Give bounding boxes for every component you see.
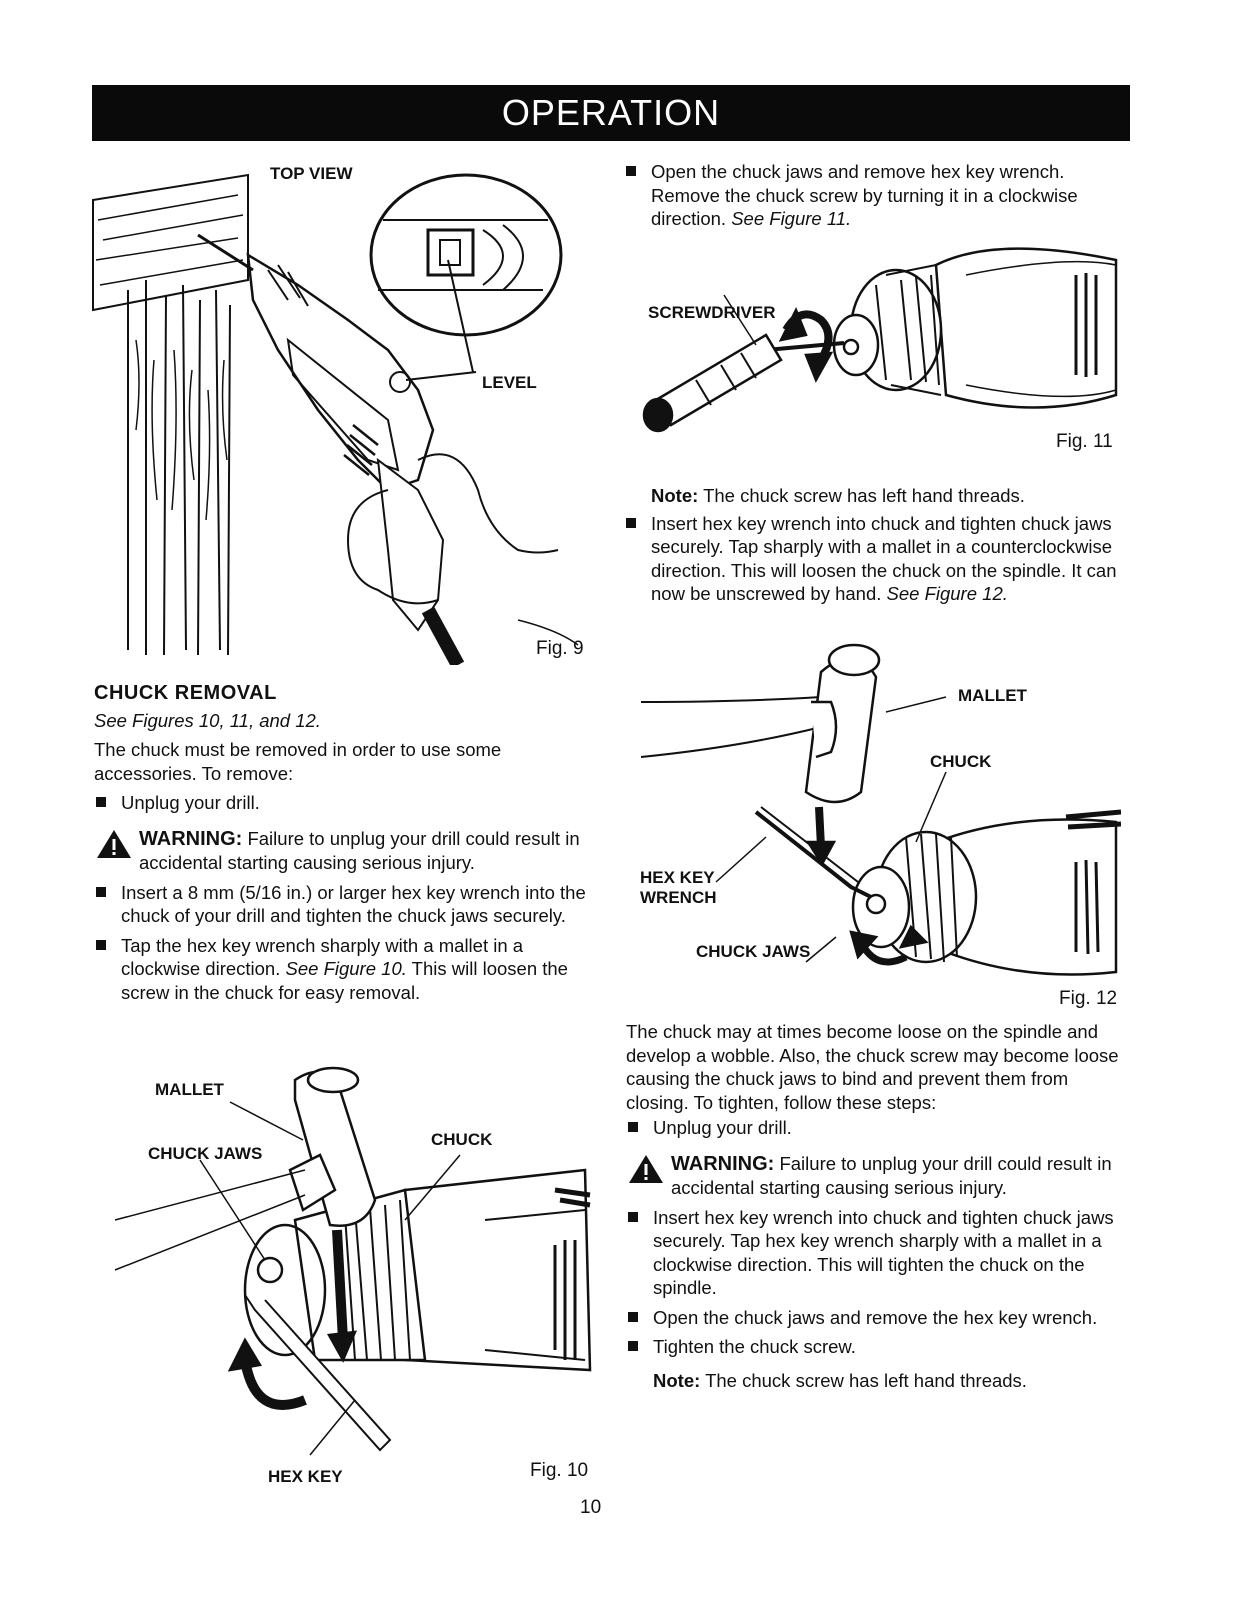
left-column-text: CHUCK REMOVAL See Figures 10, 11, and 12… bbox=[94, 682, 604, 1004]
fig12-label-chuck-jaws: CHUCK JAWS bbox=[696, 942, 811, 961]
list-item-text: Insert hex key wrench into chuck and tig… bbox=[653, 1206, 1114, 1299]
list-item: Tighten the chuck screw. bbox=[626, 1335, 1124, 1359]
figure-9-illustration bbox=[92, 173, 579, 665]
warning-triangle-icon bbox=[97, 829, 131, 858]
list-item: Open the chuck jaws and remove hex key w… bbox=[624, 160, 1124, 231]
bullet-square-icon bbox=[626, 517, 636, 528]
chuck-removal-heading: CHUCK REMOVAL bbox=[94, 682, 277, 704]
chuck-removal-see-figures: See Figures 10, 11, and 12. bbox=[94, 709, 321, 731]
warning-block: WARNING: Failure to unplug your drill co… bbox=[626, 1152, 1124, 1200]
list-item: Open the chuck jaws and remove the hex k… bbox=[626, 1306, 1124, 1330]
list-item: Insert a 8 mm (5/16 in.) or larger hex k… bbox=[94, 881, 604, 928]
figure-11-screw-removal: SCREWDRIVER Fig. 11 bbox=[636, 235, 1121, 452]
list-item-text: Insert hex key wrench into chuck and tig… bbox=[651, 512, 1117, 605]
warning-triangle-icon bbox=[629, 1154, 663, 1183]
warning-block: WARNING: Failure to unplug your drill co… bbox=[94, 827, 604, 875]
list-item: Unplug your drill. bbox=[94, 791, 604, 815]
fig12-label-hex-key: HEX KEY bbox=[640, 868, 715, 887]
fig12-label-chuck: CHUCK bbox=[930, 752, 992, 771]
list-item-text: Unplug your drill. bbox=[121, 792, 260, 813]
right-column-bottom-text: The chuck may at times become loose on t… bbox=[626, 1020, 1124, 1392]
note-label: Note: bbox=[651, 485, 699, 506]
chuck-removal-intro: The chuck must be removed in order to us… bbox=[94, 739, 502, 784]
fig12-number: Fig. 12 bbox=[1059, 988, 1118, 1009]
figure-reference: See Figure 11. bbox=[731, 208, 852, 229]
fig12-label-mallet: MALLET bbox=[958, 686, 1027, 705]
section-header: OPERATION bbox=[92, 85, 1130, 141]
figure-12-illustration bbox=[640, 643, 1121, 976]
figure-11-illustration bbox=[642, 247, 1118, 433]
warning-text: Failure to unplug your drill could resul… bbox=[671, 1152, 1112, 1199]
list-item-text: Tighten the chuck screw. bbox=[653, 1336, 856, 1357]
list-item: Insert hex key wrench into chuck and tig… bbox=[626, 1206, 1124, 1300]
list-item: Unplug your drill. bbox=[626, 1116, 1124, 1140]
bullet-square-icon bbox=[628, 1341, 638, 1351]
list-item-text: Insert a 8 mm (5/16 in.) or larger hex k… bbox=[121, 881, 586, 927]
fig9-label-top-view: TOP VIEW bbox=[270, 164, 353, 183]
note-label: Note: bbox=[653, 1369, 701, 1391]
list-item-text: Unplug your drill. bbox=[653, 1117, 792, 1138]
fig9-number: Fig. 9 bbox=[536, 638, 584, 659]
figure-reference: See Figure 10. bbox=[285, 958, 407, 979]
list-item-text: Tap the hex key wrench sharply with a ma… bbox=[121, 934, 524, 980]
note: Note: The chuck screw has left hand thre… bbox=[624, 484, 1124, 508]
warning-label: WARNING: bbox=[671, 1152, 775, 1175]
fig10-number: Fig. 10 bbox=[530, 1460, 589, 1481]
list-item: Insert hex key wrench into chuck and tig… bbox=[624, 512, 1124, 606]
figure-10-illustration bbox=[114, 1066, 592, 1456]
bullet-square-icon bbox=[628, 1211, 638, 1222]
fig10-label-chuck-jaws: CHUCK JAWS bbox=[148, 1144, 263, 1163]
bullet-square-icon bbox=[96, 797, 106, 807]
fig11-number: Fig. 11 bbox=[1056, 431, 1113, 452]
fig10-label-chuck: CHUCK bbox=[431, 1130, 493, 1149]
section-title: OPERATION bbox=[501, 92, 721, 133]
bullet-square-icon bbox=[628, 1311, 638, 1322]
figure-9-drill-level: TOP VIEW LEVEL Fig. 9 bbox=[88, 160, 608, 665]
list-item: Tap the hex key wrench sharply with a ma… bbox=[94, 934, 604, 1005]
bullet-square-icon bbox=[626, 166, 636, 176]
bullet-square-icon bbox=[628, 1122, 638, 1132]
figure-12-chuck-unscrew: MALLET CHUCK HEX KEY WRENCH CHUCK JAWS F… bbox=[636, 632, 1121, 1012]
right-column-middle-text: Note: The chuck screw has left hand thre… bbox=[624, 484, 1124, 606]
bullet-square-icon bbox=[96, 886, 106, 897]
list-item-text: This will loosen the screw in the chuck … bbox=[121, 958, 568, 1003]
fig10-label-mallet: MALLET bbox=[155, 1080, 224, 1099]
fig12-label-wrench: WRENCH bbox=[640, 888, 717, 907]
note: Note: The chuck screw has left hand thre… bbox=[626, 1369, 1124, 1393]
fig9-label-level: LEVEL bbox=[482, 373, 537, 392]
bullet-square-icon bbox=[96, 939, 106, 950]
tightening-intro: The chuck may at times become loose on t… bbox=[626, 1021, 1119, 1113]
fig10-label-hex-key: HEX KEY bbox=[268, 1467, 343, 1486]
note-text: The chuck screw has left hand threads. bbox=[700, 1369, 1027, 1391]
fig11-label-screwdriver: SCREWDRIVER bbox=[648, 303, 776, 322]
figure-reference: See Figure 12. bbox=[886, 583, 1008, 604]
page-number: 10 bbox=[580, 1497, 602, 1518]
note-text: The chuck screw has left hand threads. bbox=[698, 485, 1025, 506]
warning-text: Failure to unplug your drill could resul… bbox=[139, 827, 580, 874]
right-column-top-text: Open the chuck jaws and remove hex key w… bbox=[624, 160, 1124, 231]
warning-label: WARNING: bbox=[139, 827, 243, 850]
list-item-text: Open the chuck jaws and remove hex key w… bbox=[651, 161, 1078, 229]
list-item-text: Open the chuck jaws and remove the hex k… bbox=[653, 1306, 1098, 1328]
figure-10-chuck-loosen: MALLET CHUCK JAWS CHUCK HEX KEY Fig. 10 bbox=[105, 1060, 600, 1486]
